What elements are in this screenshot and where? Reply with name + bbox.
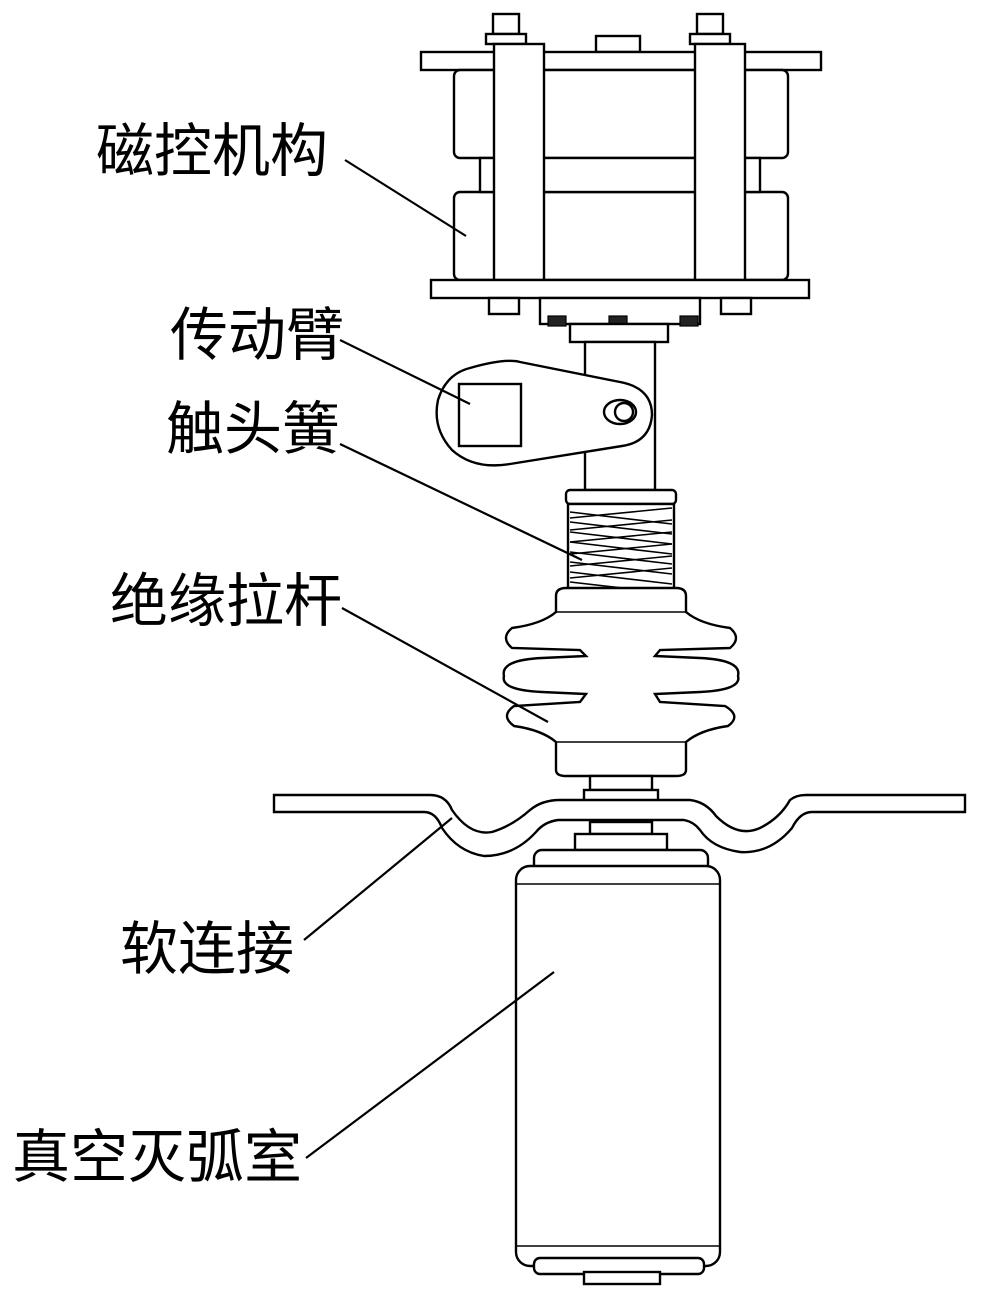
transmission-arm-part [435, 359, 654, 467]
leader-insulating-rod [341, 607, 549, 723]
label-vacuum-interrupter: 真空灭弧室 [12, 1123, 303, 1191]
flexible-connection-strap [272, 793, 967, 858]
label-insulating-rod: 绝缘拉杆 [110, 567, 343, 635]
leader-transmission-arm [339, 339, 471, 405]
leader-vacuum-interrupter [305, 971, 555, 1159]
right-tie-rod [693, 42, 747, 282]
top-bolts [484, 12, 732, 54]
label-magnetic-mechanism: 磁控机构 [96, 117, 329, 185]
top-plate [419, 50, 823, 72]
insulating-rod-part [502, 586, 740, 778]
contact-spring-part [564, 488, 678, 592]
bottom-plate [429, 278, 811, 300]
leader-flexible-connection [303, 817, 453, 941]
left-tie-rod [492, 42, 546, 282]
arm-square-hole [457, 382, 523, 448]
label-contact-spring: 触头簧 [166, 395, 341, 463]
magnetic-mechanism-part [419, 12, 823, 344]
leader-magnetic-mechanism [344, 159, 467, 237]
leader-contact-spring [339, 443, 583, 561]
vacuum-interrupter-part [514, 848, 722, 1286]
label-transmission-arm: 传动臂 [170, 301, 345, 369]
leader-lines [303, 159, 583, 1159]
label-flexible-connection: 软连接 [120, 915, 295, 983]
